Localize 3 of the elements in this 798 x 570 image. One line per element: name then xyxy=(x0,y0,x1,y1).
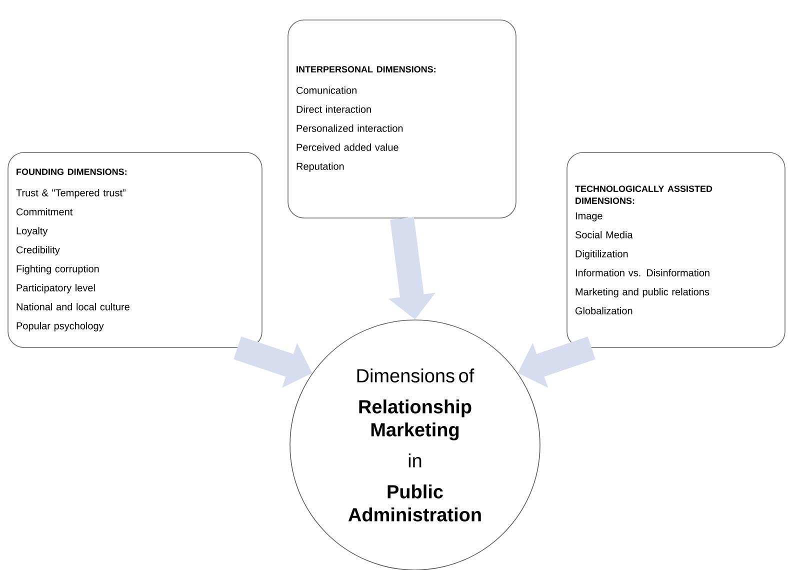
dimension-box: FOUNDING DIMENSIONS: Trust & "Tempered trust” Commitment Loyalty Credibility Fighting corruption Participatory level National and local culture Popular psychology xyxy=(8,152,262,348)
dimension-box: TECHNOLOGICALLY ASSISTED DIMENSIONS: Image Social Media Digitilization Information vs. Disinformation Marketing and public relations Globalization xyxy=(566,152,786,348)
dimension-box: INTERPERSONAL DIMENSIONS: Comunication Direct interaction Personalized interaction Perceived added value Reputation xyxy=(288,20,516,218)
